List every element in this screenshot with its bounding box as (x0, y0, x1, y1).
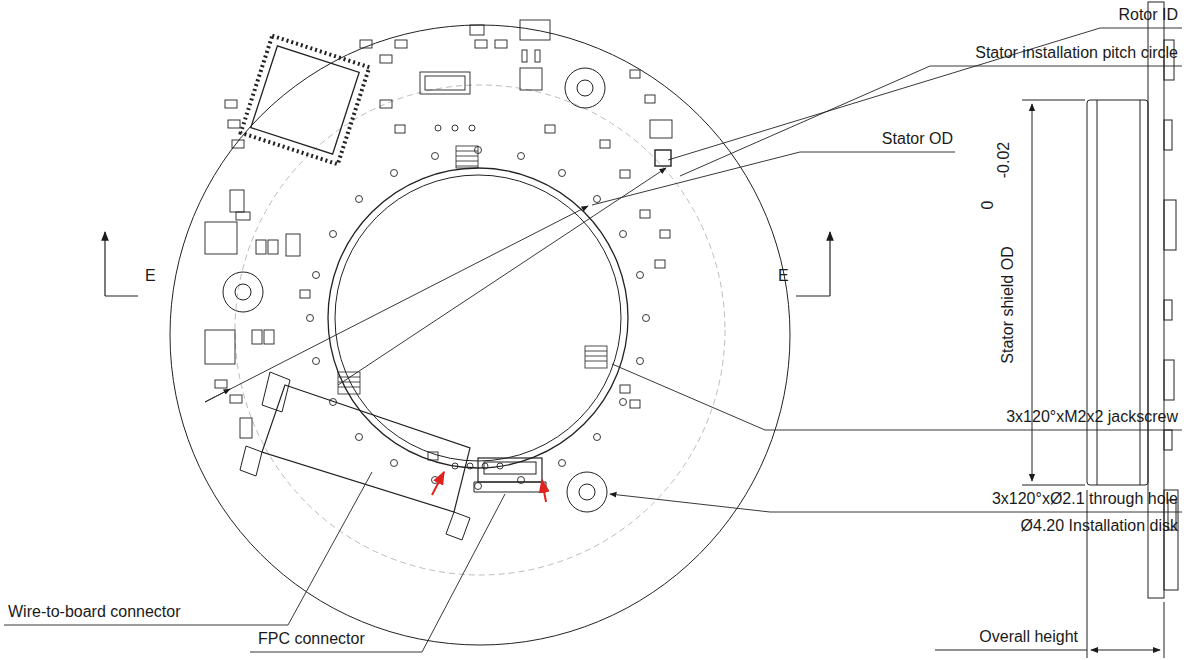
callout-label: Stator OD (882, 129, 953, 149)
callout-label: 3x120°xØ2.1 through hole (992, 489, 1178, 509)
callout-label: FPC connector (258, 629, 365, 649)
callout-label: 3x120°xM2x2 jackscrew (1006, 407, 1178, 427)
callout-label: Rotor ID (1118, 5, 1178, 25)
tolerance-value: -0.02 (994, 142, 1014, 178)
section-mark: E (145, 266, 156, 286)
dimension-label: Overall height (979, 627, 1078, 647)
callout-label: Ø4.20 Installation disk (1021, 516, 1178, 536)
dimension-label: Stator shield OD (998, 246, 1018, 363)
callout-label: Stator installation pitch circle (975, 43, 1178, 63)
section-mark: E (778, 266, 789, 286)
tolerance-value: 0 (978, 201, 998, 210)
callout-label: Wire-to-board connector (8, 602, 181, 622)
